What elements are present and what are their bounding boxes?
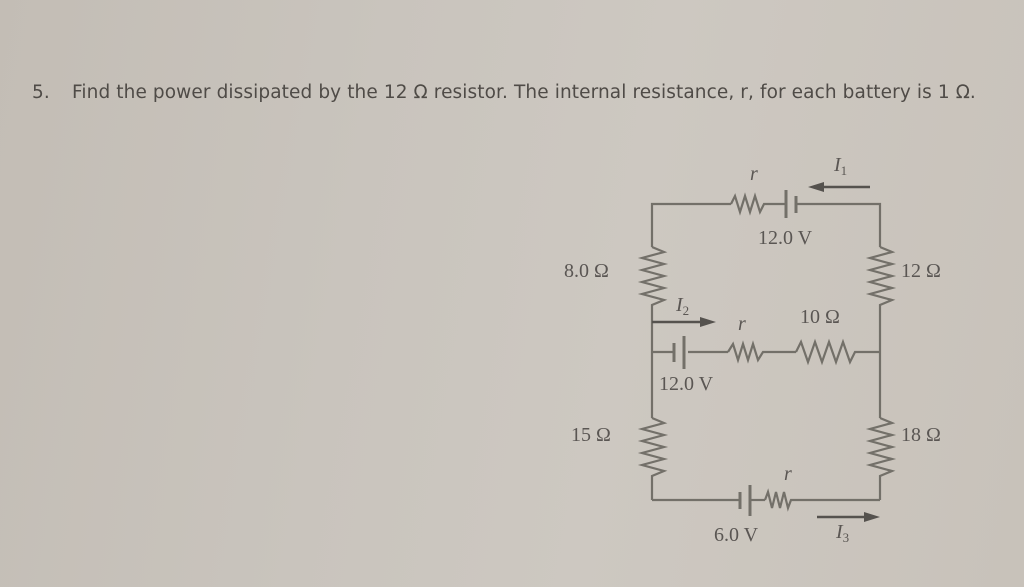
top-internal-resistance-label: r <box>750 163 758 185</box>
current-i3-symbol: I <box>836 521 843 543</box>
bottom-battery-voltage: 6.0 V <box>714 524 759 546</box>
resistor-15-ohm-label: 15 Ω <box>571 424 611 446</box>
middle-battery-voltage: 12.0 V <box>659 373 714 395</box>
top-wire <box>650 192 882 247</box>
arrow-left-icon <box>808 182 870 192</box>
middle-internal-resistor <box>727 340 796 364</box>
question-text: Find the power dissipated by the 12 Ω re… <box>72 82 976 103</box>
top-internal-resistor <box>730 192 785 216</box>
top-battery-voltage: 12.0 V <box>758 227 813 249</box>
current-i1-symbol: I <box>834 154 841 176</box>
resistor-10-ohm <box>795 338 880 366</box>
bottom-wire <box>652 488 880 512</box>
bottom-internal-resistance-label: r <box>784 463 792 485</box>
arrow-right-icon <box>652 317 716 327</box>
current-i3-label: I3 <box>836 521 849 546</box>
resistor-10-ohm-label: 10 Ω <box>800 306 840 328</box>
middle-internal-resistance-label: r <box>738 313 746 335</box>
middle-battery-icon <box>672 336 686 369</box>
arrow-right-icon <box>817 512 880 522</box>
question: 5. Find the power dissipated by the 12 Ω … <box>32 82 976 103</box>
resistor-15-ohm <box>637 416 669 500</box>
current-i1-label: I1 <box>834 154 847 179</box>
question-number: 5. <box>32 82 50 103</box>
current-i3-subscript: 3 <box>842 530 850 545</box>
top-battery-icon <box>784 190 798 218</box>
resistor-18-ohm <box>865 416 897 500</box>
resistor-12-ohm <box>865 245 897 352</box>
current-i2-label: I2 <box>676 294 689 319</box>
current-i1-subscript: 1 <box>840 163 848 178</box>
resistor-8-ohm <box>637 245 669 352</box>
resistor-18-ohm-label: 18 Ω <box>901 424 941 446</box>
current-i2-subscript: 2 <box>682 303 690 318</box>
middle-wire <box>652 338 880 366</box>
resistor-12-ohm-label: 12 Ω <box>901 260 941 282</box>
resistor-8-ohm-label: 8.0 Ω <box>564 260 609 282</box>
current-i2-symbol: I <box>676 294 683 316</box>
bottom-battery-icon <box>738 485 752 516</box>
bottom-internal-resistor <box>763 488 880 512</box>
